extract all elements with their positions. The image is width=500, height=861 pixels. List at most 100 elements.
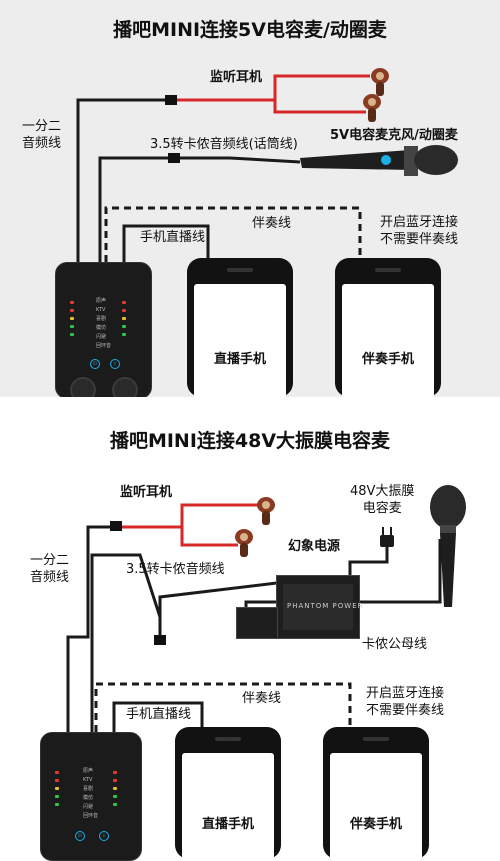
- accompaniment-cable: [104, 206, 362, 262]
- led-yellow: [113, 787, 117, 790]
- mode-label: 原声: [83, 768, 94, 774]
- xlr-cable-label: 卡侬公母线: [362, 637, 428, 652]
- phone-speaker: [215, 737, 241, 741]
- phone-live-cable: [112, 701, 204, 732]
- bluetooth-icon[interactable]: ᛒ: [110, 359, 120, 369]
- led-red: [55, 779, 59, 782]
- led-red: [55, 771, 59, 774]
- led-green: [122, 325, 126, 328]
- accompaniment-cable-label: 伴奏线: [242, 691, 282, 706]
- phone-speaker: [375, 268, 401, 272]
- power-icon[interactable]: ⏻: [90, 359, 100, 369]
- phone-live: 直播手机: [175, 727, 281, 859]
- phantom-power-side: [236, 607, 278, 639]
- panel-48v-mic: 播吧MINI连接48V大振膜电容麦 监听耳机 48V大振膜 电容麦 幻象电源 一…: [0, 397, 500, 861]
- phone-live-label: 直播手机: [201, 817, 254, 832]
- mic-label: 48V大振膜 电容麦: [350, 484, 415, 516]
- power-plug-icon: [380, 527, 394, 547]
- splitter-label: 一分二 音频线: [22, 119, 62, 151]
- led-red: [122, 309, 126, 312]
- phone-live-cable-label: 手机直播线: [126, 707, 192, 722]
- phantom-power-box: PHANTOM POWER: [276, 575, 363, 639]
- phone-speaker: [363, 737, 389, 741]
- mode-label: 闪避: [83, 804, 94, 810]
- splitter-jack: [165, 95, 177, 105]
- phone-live-cable-label: 手机直播线: [140, 230, 206, 245]
- device-mode-labels: 原声 KTV 喜剧 模仿 闪避 回环音: [96, 297, 111, 351]
- bluetooth-note: 开启蓝牙连接 不需要伴奏线: [380, 215, 459, 247]
- splitter-cable: [76, 98, 168, 262]
- mode-label: KTV: [96, 307, 106, 313]
- led-yellow: [70, 317, 74, 320]
- led-green: [55, 795, 59, 798]
- led-yellow: [122, 317, 126, 320]
- phone-screen: 伴奏手机: [330, 753, 422, 859]
- led-red: [70, 301, 74, 304]
- top-wiring-diagram: [76, 68, 458, 262]
- top-title: 播吧MINI连接5V电容麦/动圈麦: [113, 19, 387, 41]
- mode-label: 模仿: [83, 795, 94, 801]
- accompaniment-cable-label: 伴奏线: [252, 216, 292, 231]
- phantom-power-face: PHANTOM POWER: [283, 584, 363, 630]
- bluetooth-note: 开启蓝牙连接 不需要伴奏线: [366, 686, 445, 718]
- bluetooth-icon[interactable]: ᛒ: [99, 831, 109, 841]
- mode-label: 喜剧: [83, 786, 94, 792]
- led-red: [113, 779, 117, 782]
- mode-label: 模仿: [96, 325, 107, 331]
- adapter-cable: [98, 156, 230, 262]
- mic-label: 5V电容麦克风/动圈麦: [330, 128, 458, 143]
- phone-accompaniment: 伴奏手机: [323, 727, 429, 859]
- mode-label: 喜剧: [96, 316, 107, 322]
- mode-label: KTV: [83, 777, 93, 783]
- led-green: [55, 803, 59, 806]
- power-icon[interactable]: ⏻: [75, 831, 85, 841]
- monitor-cable: [122, 503, 258, 547]
- bobar-mini-device: 原声 KTV 喜剧 模仿 闪避 回环音 ⏻ ᛒ: [40, 732, 142, 861]
- phone-accomp-label: 伴奏手机: [361, 352, 414, 367]
- phone-speaker: [227, 268, 253, 272]
- led-red: [122, 301, 126, 304]
- mode-label: 回环音: [96, 343, 112, 349]
- led-green: [70, 333, 74, 336]
- bottom-title: 播吧MINI连接48V大振膜电容麦: [109, 430, 391, 452]
- phone-screen: 直播手机: [194, 284, 286, 397]
- phone-live: 直播手机: [187, 258, 293, 397]
- bobar-mini-device: 原声 KTV 喜剧 模仿 闪避 回环音 ⏻ ᛒ: [55, 262, 152, 403]
- phone-live-cable: [122, 224, 210, 262]
- adapter-cable-label: 3.5转卡侬音频线(话筒线): [150, 137, 298, 152]
- led-red: [70, 309, 74, 312]
- mode-label: 回环音: [83, 813, 99, 819]
- led-red: [113, 771, 117, 774]
- led-yellow: [55, 787, 59, 790]
- accompaniment-cable: [94, 682, 352, 732]
- mic-cable: [229, 156, 301, 164]
- phone-screen: 直播手机: [182, 753, 274, 859]
- led-green: [70, 325, 74, 328]
- device-mode-labels: 原声 KTV 喜剧 模仿 闪避 回环音: [83, 767, 98, 821]
- mode-label: 原声: [96, 298, 107, 304]
- adapter-cable: [90, 553, 286, 732]
- led-green: [113, 795, 117, 798]
- earbud-icon: [257, 497, 275, 525]
- phone-screen: 伴奏手机: [342, 284, 434, 397]
- mode-label: 闪避: [96, 334, 107, 340]
- splitter-cable: [66, 525, 112, 732]
- earbud-icon: [363, 94, 381, 122]
- power-cord: [348, 547, 389, 575]
- phone-accomp-label: 伴奏手机: [349, 817, 402, 832]
- monitor-earphone-label: 监听耳机: [210, 70, 263, 85]
- splitter-label: 一分二 音频线: [30, 553, 70, 585]
- adapter-jack: [168, 153, 180, 163]
- adapter-jack: [154, 635, 166, 645]
- earbud-icon: [371, 68, 389, 96]
- splitter-jack: [110, 521, 122, 531]
- led-green: [113, 803, 117, 806]
- phantom-brand-label: PHANTOM POWER: [287, 602, 364, 610]
- condenser-mic-icon: [430, 485, 466, 607]
- monitor-cable: [177, 74, 370, 114]
- earbud-icon: [235, 529, 253, 557]
- phone-live-label: 直播手机: [213, 352, 266, 367]
- panel-5v-mic: 播吧MINI连接5V电容麦/动圈麦 监听耳机 一分二 音频线 3.5转卡侬音频线…: [0, 0, 500, 403]
- phone-accompaniment: 伴奏手机: [335, 258, 441, 397]
- handheld-mic-icon: [300, 145, 458, 176]
